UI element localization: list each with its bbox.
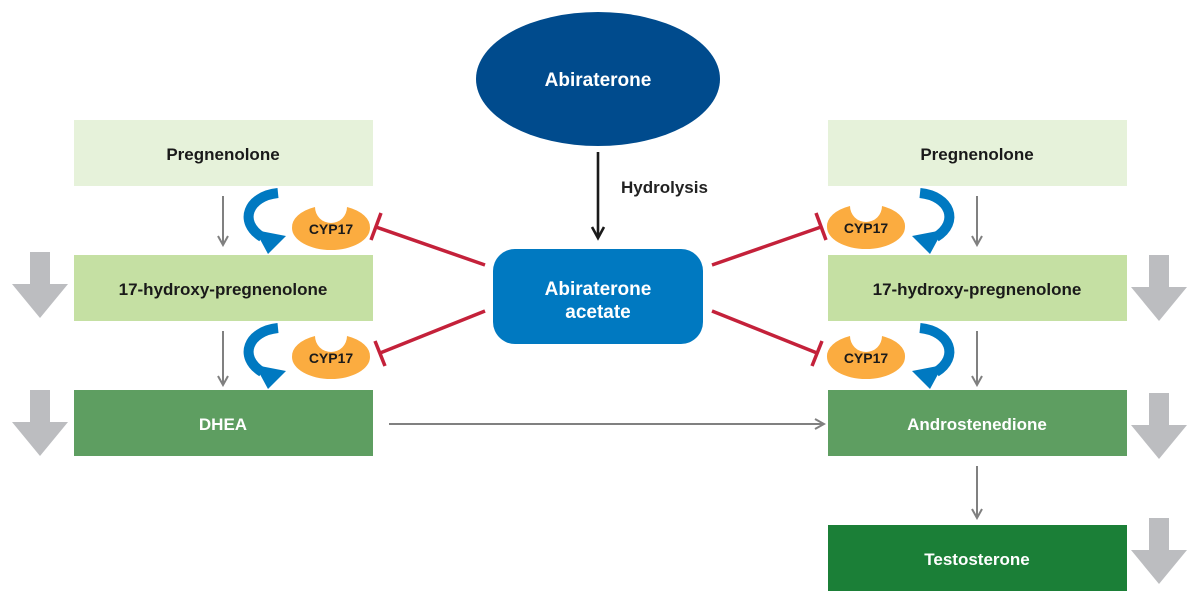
right-pregnenolone-box: Pregnenolone	[828, 120, 1127, 186]
inhibit-left-upper-bar	[369, 212, 383, 241]
left-pregnenolone-box: Pregnenolone	[74, 120, 373, 186]
right-androstenedione-label: Androstenedione	[907, 415, 1047, 434]
inhibit-right-lower-bar	[810, 340, 824, 367]
left-cyp17-enzyme-1: CYP17	[291, 207, 371, 250]
inhibit-right-upper-bar	[814, 212, 828, 241]
right-hydroxy-box: 17-hydroxy-pregnenolone	[828, 255, 1127, 321]
acetate-label-line2: acetate	[565, 302, 631, 323]
left-cyp17-label-2: CYP17	[309, 350, 354, 366]
inhibit-left-lower-bar	[373, 340, 387, 367]
right-testosterone-box: Testosterone	[828, 525, 1127, 591]
right-cyp17-enzyme-1: CYP17	[826, 206, 906, 249]
inhibit-right-lower	[711, 309, 818, 355]
left-hydroxy-label: 17-hydroxy-pregnenolone	[119, 280, 328, 299]
right-pregnenolone-label: Pregnenolone	[920, 145, 1033, 164]
right-decrease-arrow-hydroxy	[1131, 255, 1187, 321]
right-decrease-arrow-testosterone	[1131, 518, 1187, 584]
left-decrease-arrow-hydroxy	[12, 252, 68, 318]
right-androstenedione-box: Androstenedione	[828, 390, 1127, 456]
inhibit-left-lower	[379, 309, 486, 355]
inhibit-right-upper	[711, 225, 822, 267]
right-cyp17-label-1: CYP17	[844, 220, 889, 236]
left-pregnenolone-label: Pregnenolone	[166, 145, 279, 164]
abiraterone-acetate-node: Abiraterone acetate	[493, 249, 703, 344]
left-hydroxy-box: 17-hydroxy-pregnenolone	[74, 255, 373, 321]
right-blue-curve-arrow-1	[912, 188, 955, 254]
right-hydroxy-label: 17-hydroxy-pregnenolone	[873, 280, 1082, 299]
right-cyp17-enzyme-2: CYP17	[826, 336, 906, 379]
right-decrease-arrow-androstenedione	[1131, 393, 1187, 459]
right-cyp17-label-2: CYP17	[844, 350, 889, 366]
abiraterone-label: Abiraterone	[545, 70, 652, 91]
inhibit-left-upper	[375, 225, 486, 267]
hydrolysis-label: Hydrolysis	[621, 178, 708, 197]
left-dhea-box: DHEA	[74, 390, 373, 456]
right-testosterone-label: Testosterone	[924, 550, 1030, 569]
right-blue-curve-arrow-2	[912, 323, 955, 389]
inhibition-lines	[369, 212, 828, 367]
left-cyp17-enzyme-2: CYP17	[291, 336, 371, 379]
left-dhea-label: DHEA	[199, 415, 247, 434]
acetate-label-line1: Abiraterone	[545, 279, 652, 300]
left-blue-curve-arrow-1	[243, 188, 286, 254]
left-cyp17-label-1: CYP17	[309, 221, 354, 237]
left-decrease-arrow-dhea	[12, 390, 68, 456]
left-blue-curve-arrow-2	[243, 323, 286, 389]
abiraterone-node: Abiraterone	[476, 12, 720, 146]
